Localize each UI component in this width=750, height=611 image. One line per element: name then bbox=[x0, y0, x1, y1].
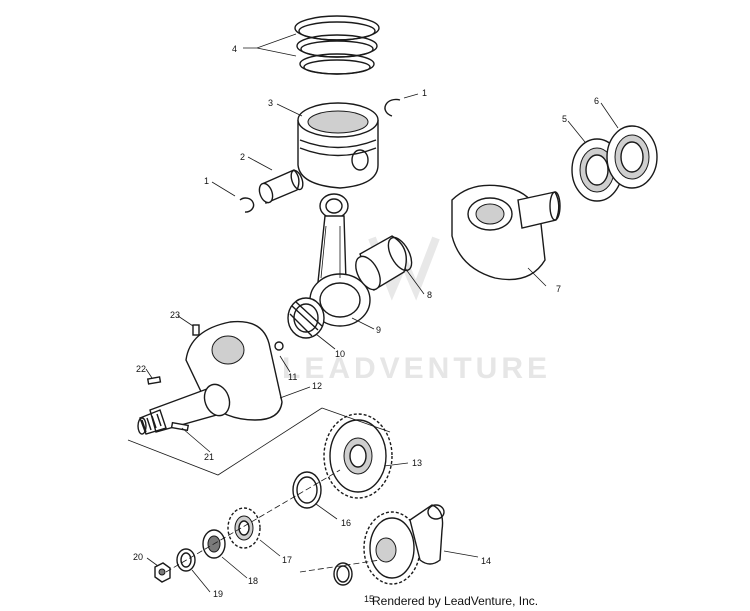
callout-18: 18 bbox=[248, 576, 258, 586]
crank-pin-sleeve bbox=[355, 235, 413, 292]
callout-19: 19 bbox=[213, 589, 223, 599]
washer-15 bbox=[333, 562, 353, 586]
leader-lines bbox=[145, 33, 619, 593]
callout-2: 2 bbox=[240, 152, 245, 162]
connecting-rod bbox=[309, 193, 371, 327]
assembly-axis-line-2 bbox=[299, 559, 381, 573]
callout-9: 9 bbox=[376, 325, 381, 335]
callout-8: 8 bbox=[427, 290, 432, 300]
crankshaft-left-half bbox=[137, 320, 283, 435]
needle-bearing bbox=[287, 297, 325, 339]
balance-shaft bbox=[363, 504, 445, 585]
watermark-text: LEADVENTURE bbox=[282, 352, 551, 385]
callout-1-right: 1 bbox=[422, 88, 427, 98]
callout-6: 6 bbox=[594, 96, 599, 106]
piston-pin-clip-left bbox=[239, 197, 255, 213]
callout-1-left: 1 bbox=[204, 176, 209, 186]
callout-15: 15 bbox=[364, 594, 374, 604]
callout-12: 12 bbox=[312, 381, 322, 391]
crank-gear bbox=[323, 413, 393, 499]
piston bbox=[297, 102, 379, 189]
callout-16: 16 bbox=[341, 518, 351, 528]
callout-3: 3 bbox=[268, 98, 273, 108]
callout-17: 17 bbox=[282, 555, 292, 565]
callout-21: 21 bbox=[204, 452, 214, 462]
callout-11: 11 bbox=[288, 372, 297, 382]
piston-pin-clip-right bbox=[384, 98, 401, 117]
piston-pin bbox=[258, 169, 304, 204]
callout-7: 7 bbox=[556, 284, 561, 294]
callout-4: 4 bbox=[232, 44, 237, 54]
callout-labels: 4 3 2 1 1 5 6 7 8 9 10 11 12 13 14 15 16… bbox=[133, 44, 599, 604]
callout-10: 10 bbox=[335, 349, 345, 359]
piston-rings bbox=[294, 15, 380, 75]
pin-21 bbox=[170, 421, 190, 432]
callout-5: 5 bbox=[562, 114, 567, 124]
callout-20: 20 bbox=[133, 552, 143, 562]
key-23 bbox=[192, 324, 200, 336]
drive-gear-small bbox=[227, 507, 261, 549]
callout-13: 13 bbox=[412, 458, 422, 468]
crank-group-bracket bbox=[127, 407, 323, 476]
pin-11 bbox=[274, 341, 284, 351]
crankshaft-right-half bbox=[451, 184, 561, 281]
callout-22: 22 bbox=[136, 364, 146, 374]
key-22 bbox=[146, 376, 162, 385]
nut bbox=[154, 562, 171, 583]
gear-alignment-line bbox=[321, 407, 391, 433]
main-bearing-6 bbox=[606, 125, 658, 189]
callout-23: 23 bbox=[170, 310, 180, 320]
thrust-washer bbox=[292, 471, 322, 509]
assembly-axis-line bbox=[165, 469, 341, 573]
render-credit: Rendered by LeadVenture, Inc. bbox=[372, 594, 539, 608]
callout-14: 14 bbox=[481, 556, 491, 566]
